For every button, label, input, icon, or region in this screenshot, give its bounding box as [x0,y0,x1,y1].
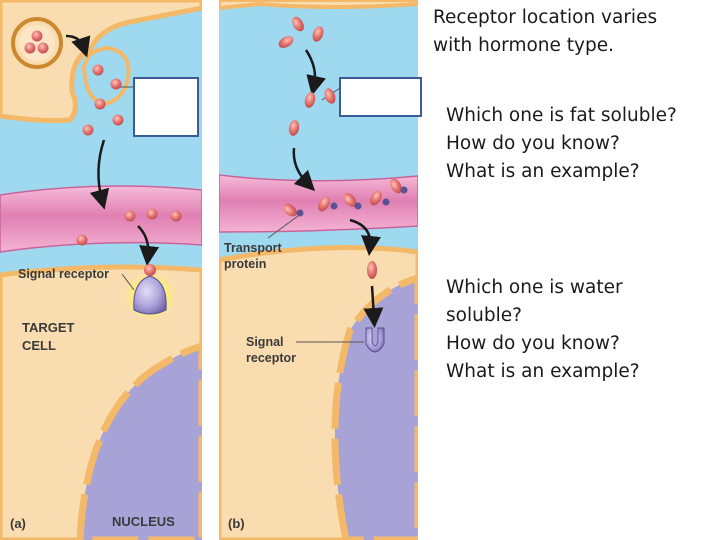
transport-protein [330,202,338,210]
hormone [278,36,294,48]
secretory-vesicle-inner [19,25,55,61]
hormone [343,193,357,207]
hormone [318,196,330,212]
hormone [146,208,158,220]
hormone [283,203,297,217]
fat-soluble-questions: Which one is fat soluble? How do you kno… [446,102,677,186]
hormone [76,234,88,246]
panel-b-label: (b) [228,516,245,531]
signal-receptor-a [133,275,167,315]
hormone [82,124,94,136]
arrow-to-receptor-b [363,285,384,328]
hormone [92,64,104,76]
plasma-membrane-b [219,174,418,233]
blank-answer-box-b [339,77,422,117]
signal-receptor-label-b-line2: receptor [246,351,296,365]
transport-protein [354,202,362,210]
transport-protein-leader [267,215,299,239]
hormone [304,92,316,108]
signal-receptor-b [365,327,385,353]
signal-receptor-label-a: Signal receptor [18,267,109,281]
fat-question-line1: Which one is fat soluble? [446,105,677,126]
fat-soluble-hormones [278,16,402,279]
signal-receptor-leader-a [121,273,135,291]
water-question-line2: soluble? [446,305,522,326]
transport-proteins [296,186,408,217]
arrow-vesicle-to-pocket [65,34,91,58]
blank-answer-box-a [133,77,199,137]
water-question-line1: Which one is water [446,277,623,298]
water-question-line3: How do you know? [446,333,620,354]
hormone [390,178,402,194]
slide-heading-line1: Receptor location varies [433,7,658,28]
transport-protein-label-line2: protein [224,257,266,271]
hormone [312,26,324,42]
arrow-through-membrane-b [349,218,381,256]
hormone [292,16,304,32]
nucleus-label: NUCLEUS [112,514,175,529]
target-cell-label-line1: TARGET [22,320,75,335]
arrow-release-b [304,49,326,96]
hormone [110,78,122,90]
arrow-to-receptor-a [137,225,160,266]
fat-question-line3: What is an example? [446,161,640,182]
hormone [94,98,106,110]
arrow-pocket-to-membrane [89,139,110,210]
secretory-cell-cytoplasm-b [219,0,418,11]
hormone [324,88,336,104]
nucleus-b [331,274,418,540]
fat-question-line2: How do you know? [446,133,620,154]
hormone [37,42,49,54]
water-soluble-questions: Which one is water soluble? How do you k… [446,274,640,386]
exocytosis-pocket [81,45,131,107]
hormone [370,190,382,206]
hormone [24,42,36,54]
hormone [170,210,182,222]
panel-a-label: (a) [10,516,26,531]
water-soluble-hormones [24,30,182,276]
hormone-bound [144,264,156,276]
plasma-membrane-a [0,185,202,253]
hormone [367,261,377,279]
nucleus-a [76,342,202,540]
water-question-line4: What is an example? [446,361,640,382]
hormone [31,30,43,42]
signal-receptor-label-b-line1: Signal [246,335,284,349]
arrow-to-membrane-b [292,147,316,192]
target-cell-label-line2: CELL [22,338,56,353]
hormone [124,210,136,222]
panel-b: Transport protein Signal receptor (b) [219,0,418,540]
transport-protein [296,209,304,217]
transport-protein [382,198,390,206]
hormone [288,120,300,136]
slide-heading: Receptor location varies with hormone ty… [433,4,657,60]
hormone [112,114,124,126]
transport-protein-label-line1: Transport [224,241,282,255]
slide-heading-line2: with hormone type. [433,35,614,56]
transport-protein [400,186,408,194]
